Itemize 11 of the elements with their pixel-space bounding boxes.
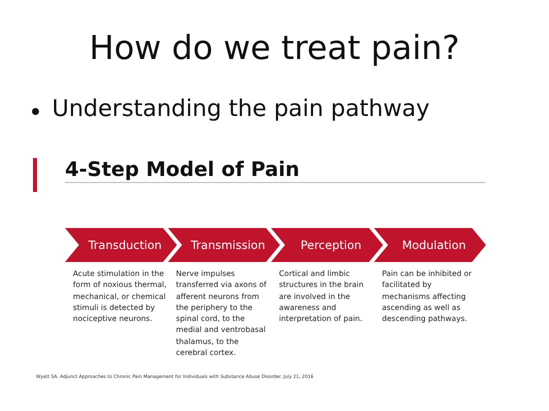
step-label: Modulation: [401, 238, 466, 252]
step-label: Perception: [300, 238, 362, 252]
chevron-step: [168, 228, 280, 262]
slide-title: How do we treat pain?: [88, 28, 461, 67]
step-label: Transduction: [87, 238, 162, 252]
step-label: Transmission: [190, 238, 266, 252]
chevron-step: [374, 228, 486, 262]
chevron-step: [65, 228, 177, 262]
bullet-text: Understanding the pain pathway: [52, 96, 430, 122]
chevron-step: [271, 228, 383, 262]
section-heading: 4-Step Model of Pain: [65, 157, 300, 181]
